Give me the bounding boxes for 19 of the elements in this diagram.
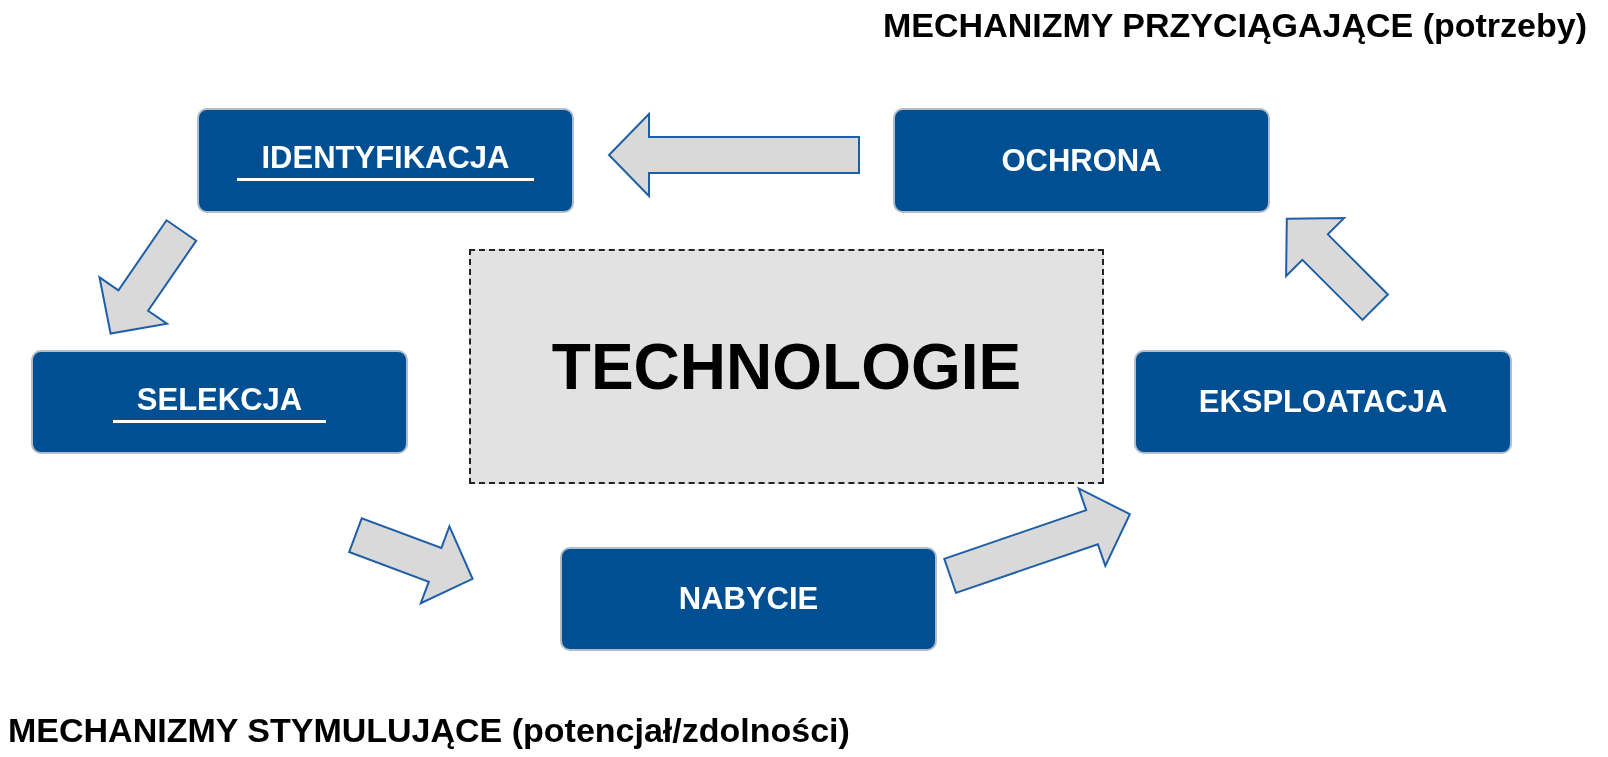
box-label: EKSPLOATACJA <box>1198 384 1448 420</box>
block-arrow <box>98 218 198 335</box>
box-label: SELEKCJA <box>112 381 327 423</box>
heading-label: MECHANIZMY STYMULUJĄCE (potencjał/zdolności) <box>8 711 850 750</box>
process-box <box>1134 350 1512 454</box>
box-label: NABYCIE <box>678 581 819 617</box>
block-arrow <box>1285 217 1390 322</box>
dashed-box <box>469 249 1104 484</box>
process-box <box>560 547 937 651</box>
box-label: TECHNOLOGIE <box>551 329 1022 404</box>
process-box <box>197 108 574 213</box>
heading-label: MECHANIZMY PRZYCIĄGAJĄCE (potrzeby) <box>883 6 1587 45</box>
block-arrow <box>347 517 474 606</box>
block-arrow <box>607 111 860 199</box>
box-label: IDENTYFIKACJA <box>237 140 534 181</box>
block-arrow <box>943 486 1132 595</box>
box-label: OCHRONA <box>1001 142 1162 179</box>
process-box <box>893 108 1270 213</box>
process-box <box>31 350 408 454</box>
